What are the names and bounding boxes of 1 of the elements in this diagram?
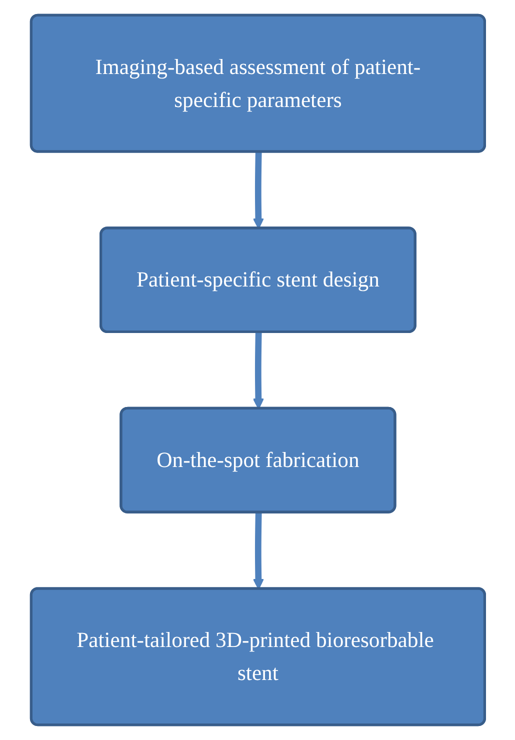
arrow [252, 332, 264, 410]
